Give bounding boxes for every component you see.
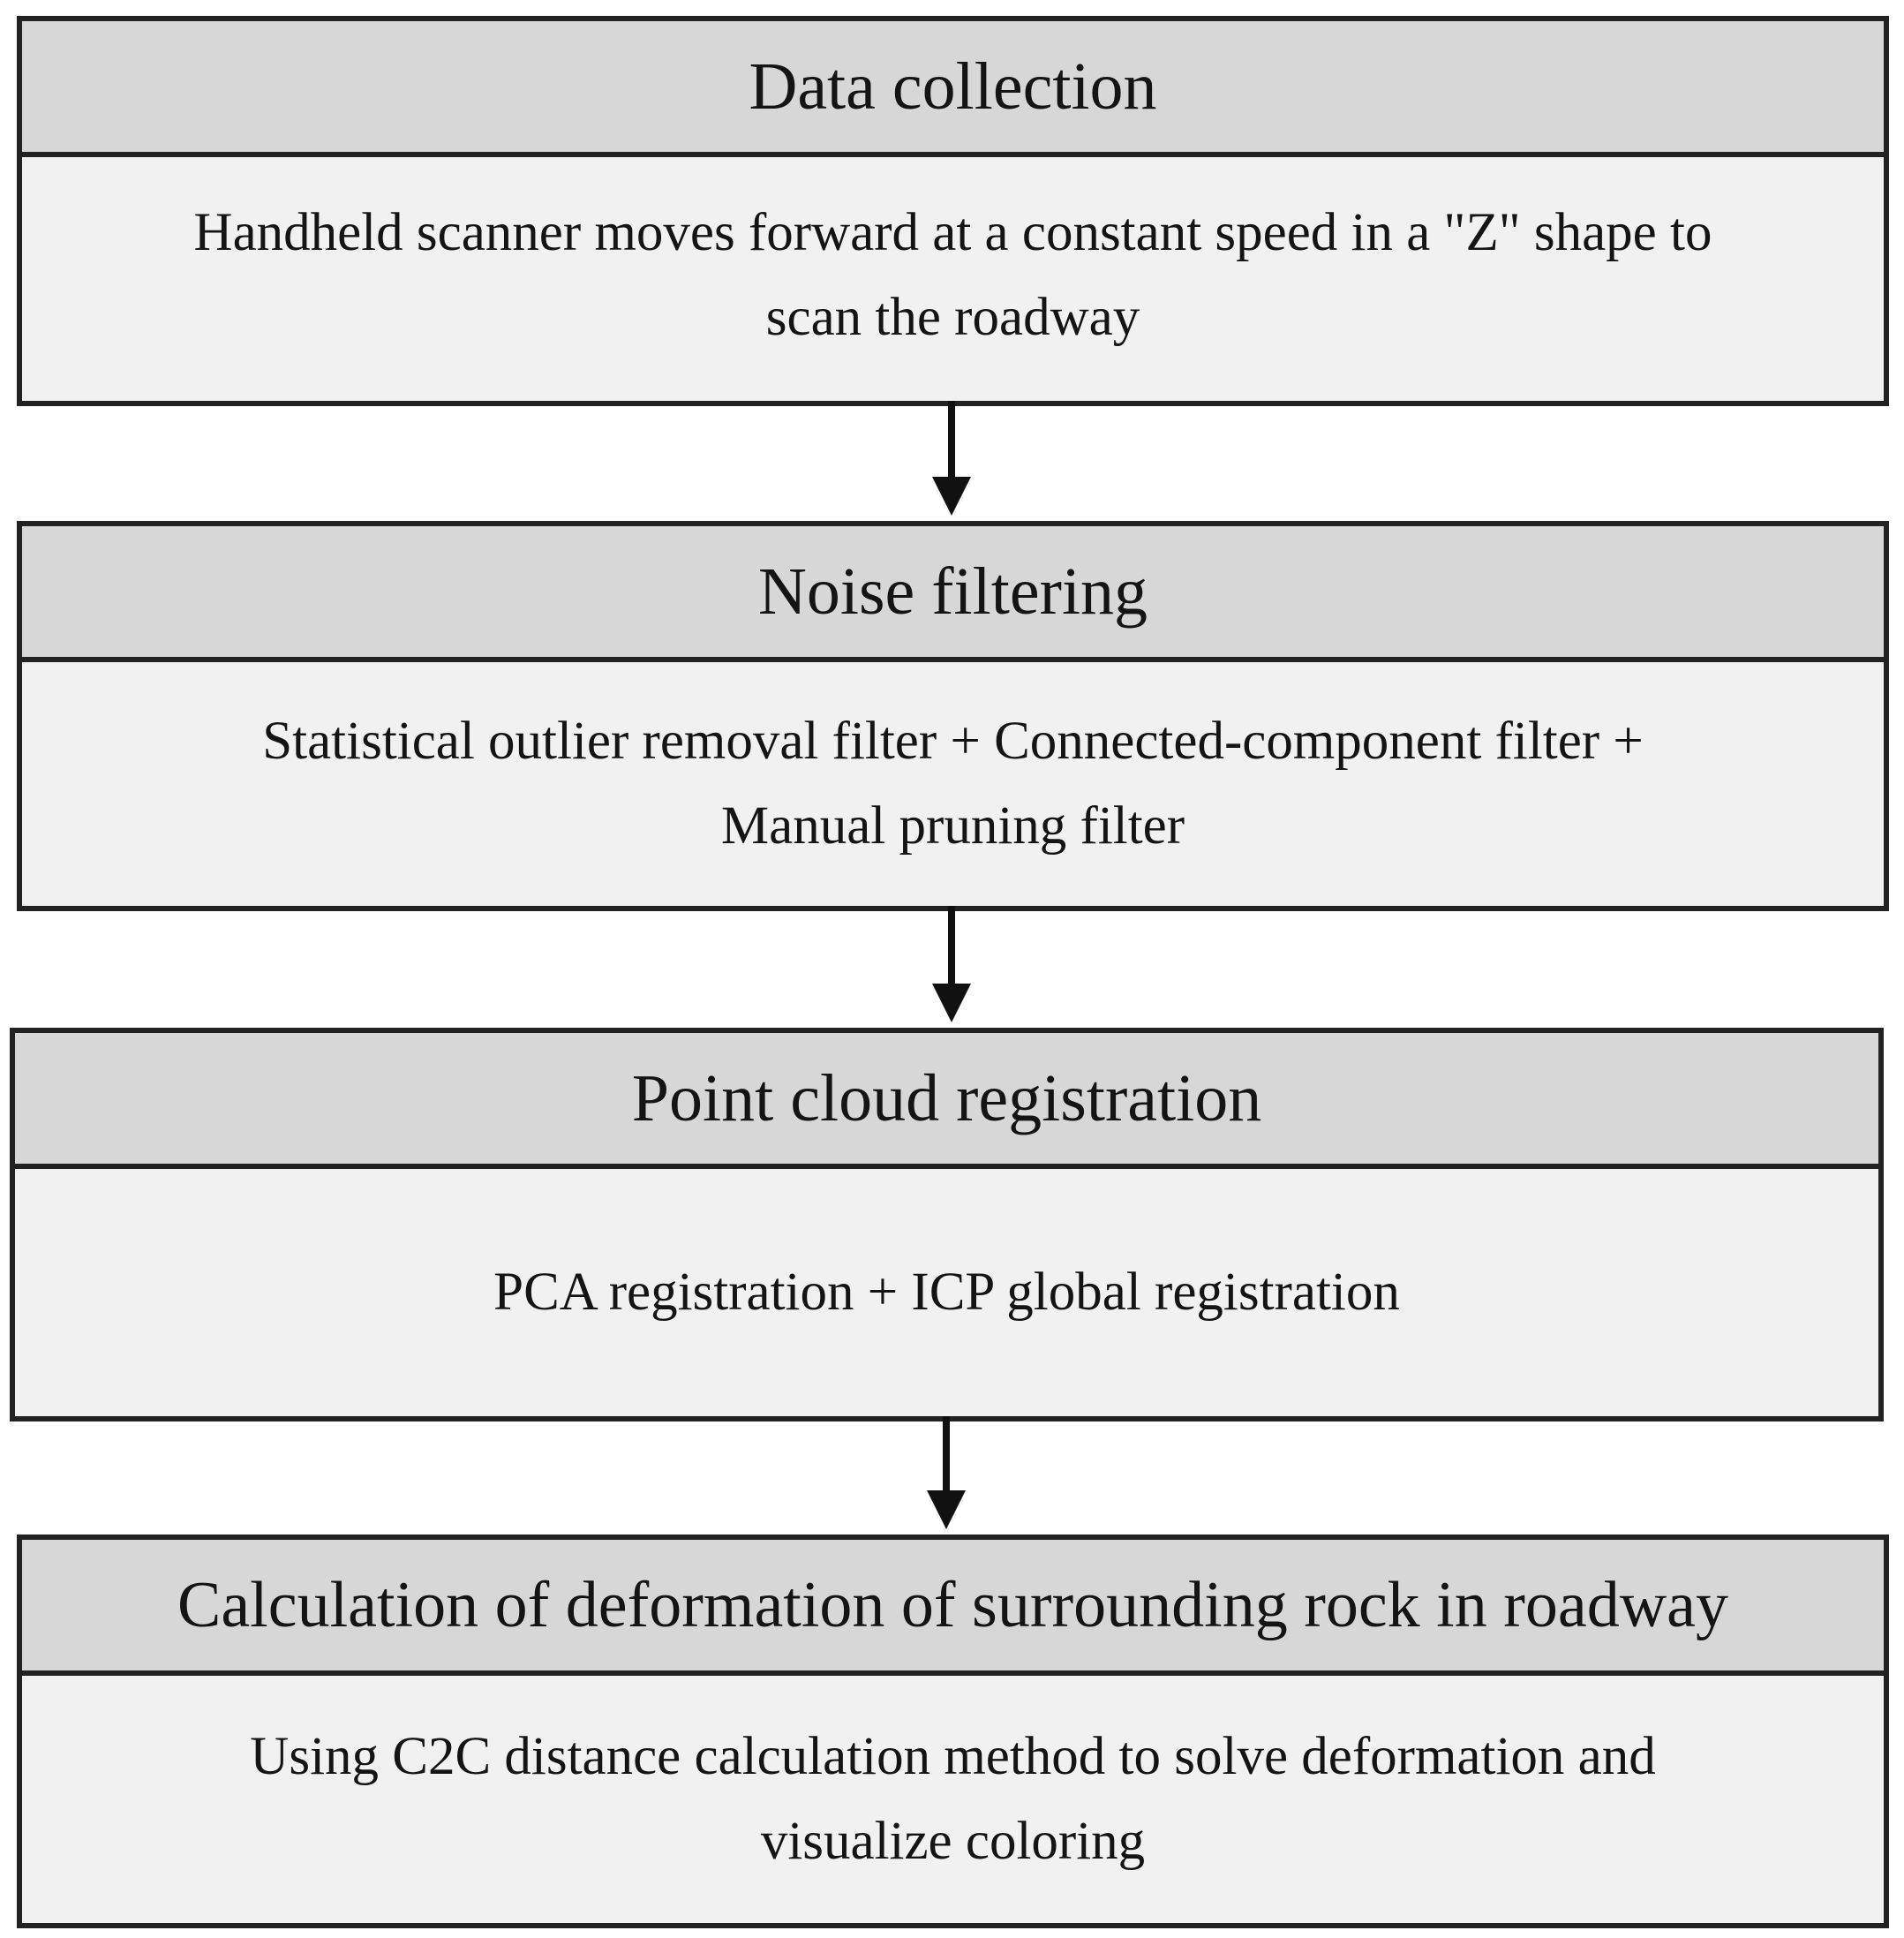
step-title: Data collection [22, 21, 1884, 157]
step-box-data-collection: Data collection Handheld scanner moves f… [17, 16, 1889, 406]
step-title: Point cloud registration [15, 1033, 1878, 1169]
step-box-point-cloud-registration: Point cloud registration PCA registratio… [10, 1028, 1884, 1421]
step-description-line: visualize coloring [760, 1812, 1146, 1871]
step-description: Statistical outlier removal filter + Con… [22, 662, 1884, 906]
step-description-line: Manual pruning filter [720, 796, 1185, 856]
flow-arrow [932, 906, 971, 1022]
step-description-line: Handheld scanner moves forward at a cons… [193, 203, 1712, 262]
step-description-line: Using C2C distance calculation method to… [250, 1727, 1656, 1786]
step-description-line: Statistical outlier removal filter + Con… [262, 712, 1644, 771]
step-description: Using C2C distance calculation method to… [22, 1676, 1884, 1923]
step-description: Handheld scanner moves forward at a cons… [22, 157, 1884, 401]
step-box-noise-filtering: Noise filtering Statistical outlier remo… [17, 521, 1889, 911]
step-title: Noise filtering [22, 526, 1884, 662]
step-title: Calculation of deformation of surroundin… [22, 1540, 1884, 1676]
step-description-line: PCA registration + ICP global registrati… [493, 1263, 1400, 1322]
step-box-deformation-calculation: Calculation of deformation of surroundin… [17, 1535, 1889, 1928]
flow-arrow [927, 1416, 966, 1529]
flow-arrow [932, 401, 971, 516]
step-description: PCA registration + ICP global registrati… [15, 1169, 1878, 1416]
step-description-line: scan the roadway [765, 288, 1140, 347]
